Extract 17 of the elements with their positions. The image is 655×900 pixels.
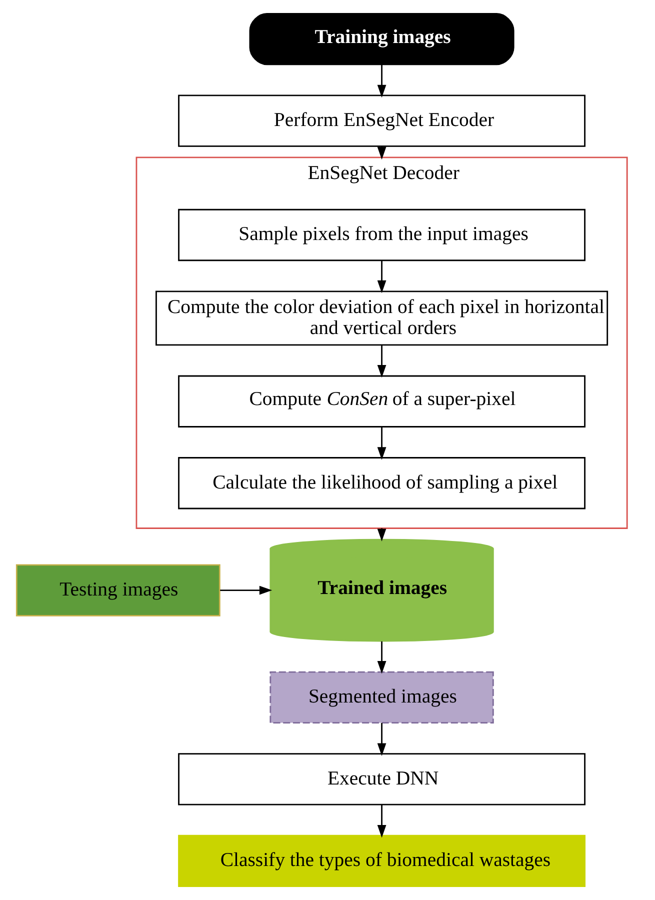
arrow [377,64,386,98]
node-box: Execute DNN [178,753,586,806]
arrow [377,804,386,838]
node-box: Compute the color deviation of each pixel in horizontal and vertical orders [156,290,608,346]
arrow [377,722,386,756]
arrow [377,345,386,378]
node-box: Training images [249,12,514,66]
arrow [377,260,386,294]
node-box: Compute ConSen of a super-pixel [178,375,586,428]
node-box: Classify the types of biomedical wastages [178,834,586,888]
node-box: Testing images [16,564,220,616]
node-box: Sample pixels from the input images [178,208,586,262]
node-box: Calculate the likelihood of sampling a pixel [178,457,586,510]
node-box: Segmented images [270,671,494,724]
arrow [220,586,272,595]
arrow [377,641,386,674]
arrow [377,426,386,460]
